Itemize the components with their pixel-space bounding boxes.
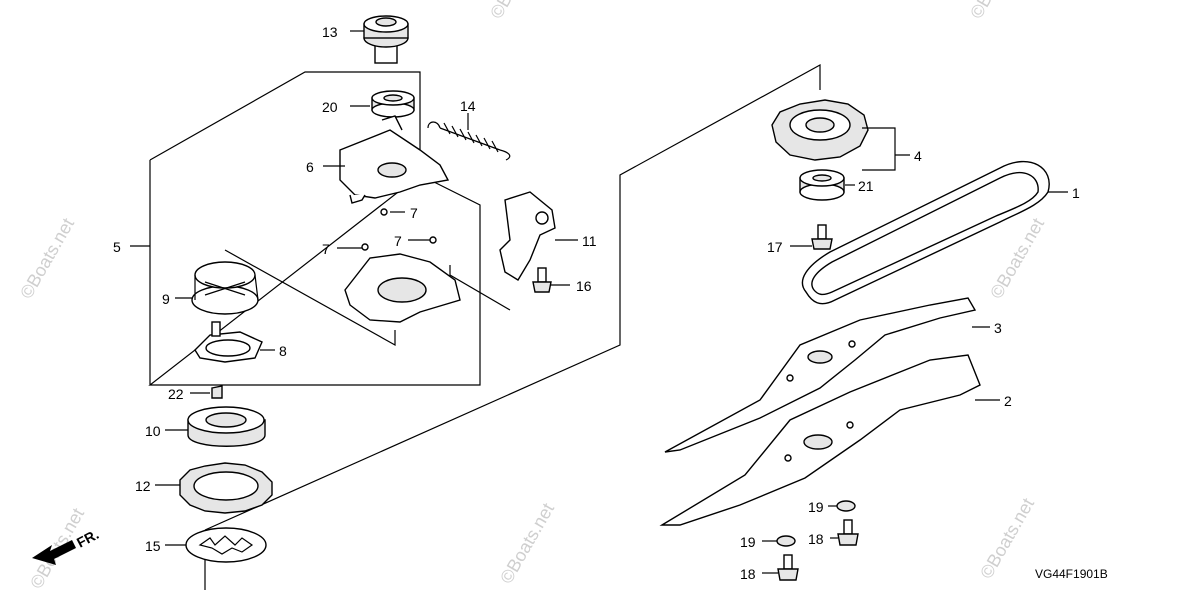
- callout-1: 1: [1072, 185, 1080, 201]
- assembly-outline: [148, 71, 481, 386]
- callout-7: 7: [322, 241, 330, 257]
- callout-4: 4: [914, 148, 922, 164]
- callout-10: 10: [145, 423, 161, 439]
- callout-17: 17: [767, 239, 783, 255]
- watermark: ©Boats.net: [986, 215, 1048, 302]
- part-13-pulley: [363, 15, 409, 64]
- part-3-blade: [664, 297, 977, 453]
- leader-lines: [130, 30, 1068, 574]
- part-7-ball: [429, 236, 437, 244]
- callout-13: 13: [322, 24, 338, 40]
- part-19-washer: [836, 500, 856, 512]
- watermark: ©Boats.net: [966, 0, 1028, 22]
- inner-guide-line: [224, 249, 396, 347]
- watermark: ©Boats.net: [16, 215, 78, 302]
- part-17-bolt: [811, 224, 833, 250]
- callout-2: 2: [1004, 393, 1012, 409]
- diagram-code: VG44F1901B: [1035, 567, 1108, 581]
- assembly-box-outline: [204, 63, 821, 590]
- part-10-cup: [187, 406, 266, 447]
- callout-8: 8: [279, 343, 287, 359]
- callout-5: 5: [113, 239, 121, 255]
- part-15-washer: [185, 527, 267, 563]
- part-4-pulley: [771, 99, 869, 161]
- part-5-lower-plate: [344, 253, 461, 323]
- inner-guide-line: [449, 265, 511, 311]
- callout-12: 12: [135, 478, 151, 494]
- callout-18: 18: [808, 531, 824, 547]
- watermark: ©Boats.net: [976, 495, 1038, 582]
- callout-18: 18: [740, 566, 756, 582]
- callout-22: 22: [168, 386, 184, 402]
- watermark: ©Boats.net: [496, 500, 558, 587]
- part-16-bolt: [532, 267, 552, 293]
- part-18-bolt: [777, 554, 799, 581]
- part-18-bolt: [837, 519, 859, 546]
- callout-14: 14: [460, 98, 476, 114]
- part-7-ball: [361, 243, 369, 251]
- part-14-spring: [427, 121, 511, 161]
- callout-19: 19: [808, 499, 824, 515]
- part-8-clip: [194, 321, 263, 363]
- watermark: ©Boats.net: [486, 0, 548, 22]
- part-20-bearing: [371, 90, 415, 118]
- part-11-bracket: [499, 191, 556, 281]
- callout-19: 19: [740, 534, 756, 550]
- part-9-collar: [191, 261, 259, 315]
- callout-7: 7: [410, 205, 418, 221]
- part-22-key: [211, 385, 223, 399]
- callout-21: 21: [858, 178, 874, 194]
- callout-3: 3: [994, 320, 1002, 336]
- callout-20: 20: [322, 99, 338, 115]
- part-7-ball: [380, 208, 388, 216]
- callout-11: 11: [582, 233, 597, 249]
- callout-15: 15: [145, 538, 161, 554]
- part-19-washer: [776, 535, 796, 547]
- part-21-bearing: [799, 169, 845, 201]
- part-2-blade: [659, 354, 981, 526]
- part-12-gear-ring: [179, 462, 273, 514]
- callout-6: 6: [306, 159, 314, 175]
- part-6-plate: [339, 115, 450, 204]
- callout-16: 16: [576, 278, 592, 294]
- callout-7: 7: [394, 233, 402, 249]
- callout-9: 9: [162, 291, 170, 307]
